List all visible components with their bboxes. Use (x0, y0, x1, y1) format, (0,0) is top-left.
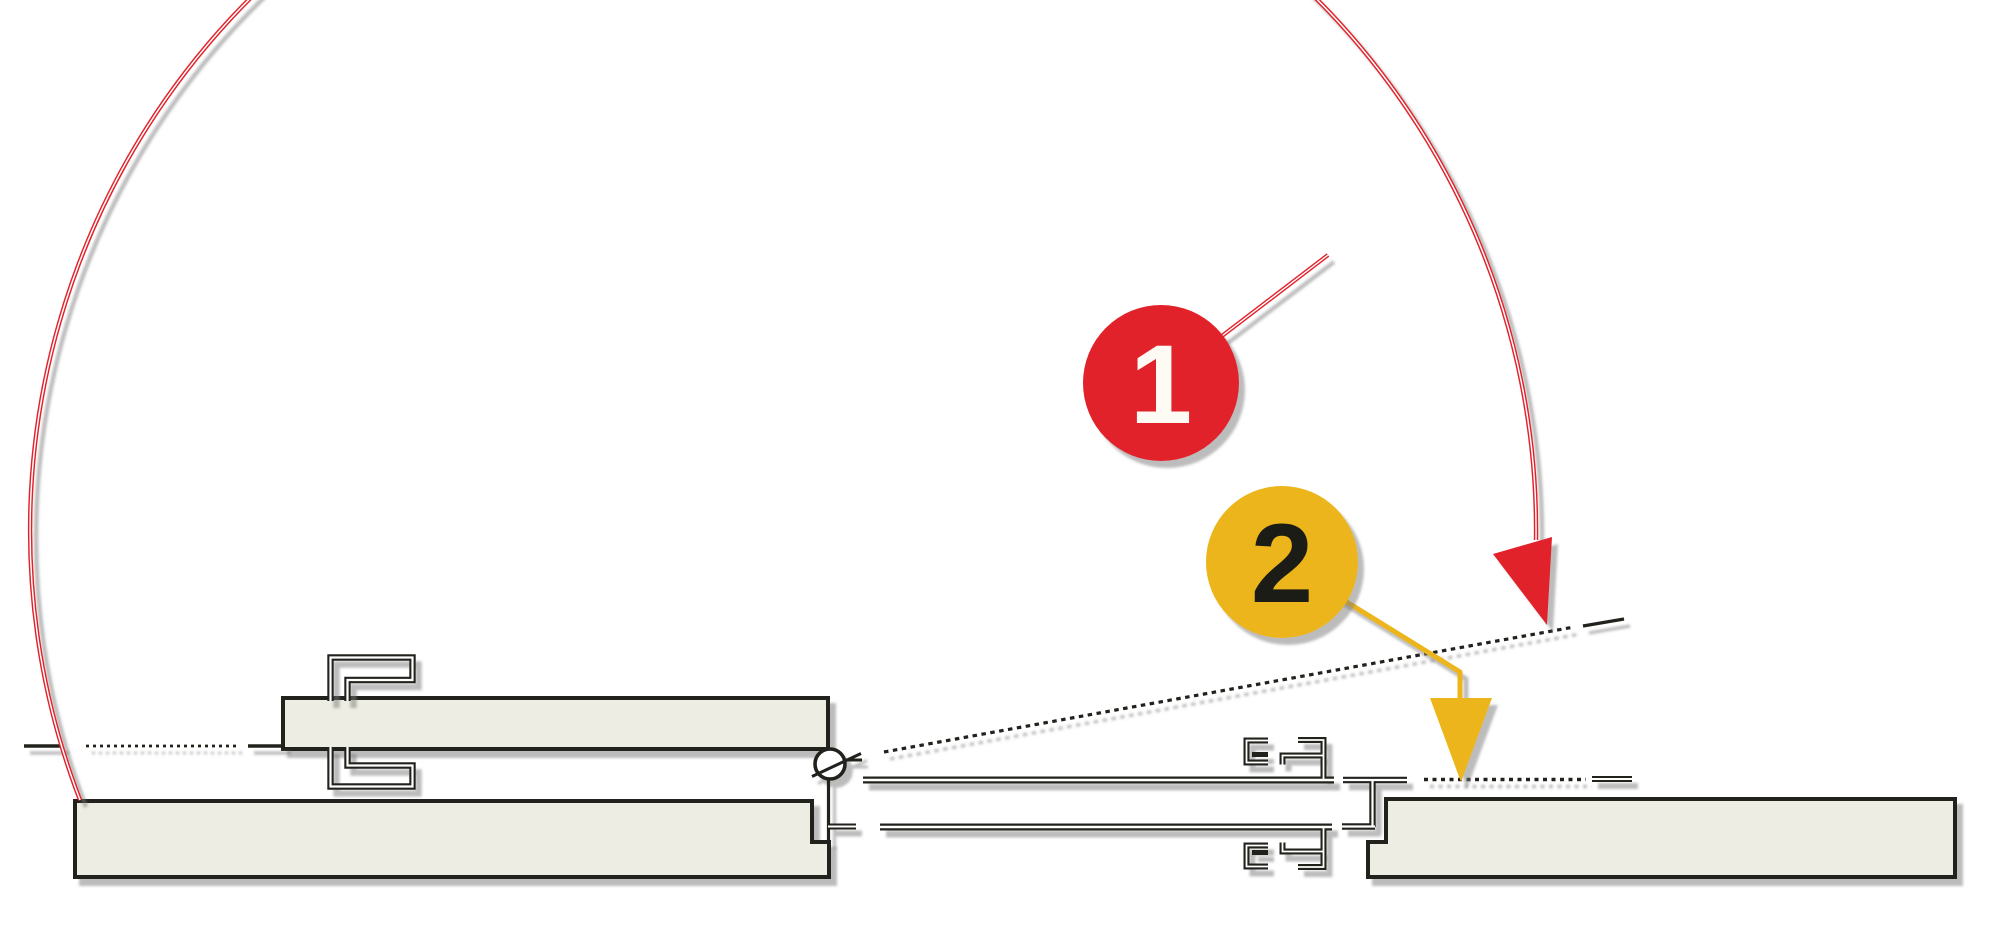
right-wall-section (1366, 797, 1957, 879)
callout-1-label: 1 (1130, 322, 1192, 447)
panel-diagonal-end-dash (1582, 617, 1625, 628)
leaf-profile-lower-core (329, 747, 414, 788)
right-profile-upper-hook-lip-core (1281, 754, 1324, 765)
right-profile-lower-hook-outer (1298, 827, 1327, 870)
linework-layer (24, 617, 1632, 870)
callout-2-badge (1206, 486, 1358, 638)
swing-arc-core (29, 0, 1537, 801)
drop-indicator-layer (1288, 564, 1492, 782)
right-profile-lower-c-outer (1243, 842, 1268, 870)
left-wall-section (73, 799, 831, 879)
leaf-profile-lower-outer (327, 747, 416, 790)
right-profile-upper-c-core (1245, 739, 1268, 764)
open-door-leaf (281, 696, 830, 751)
right-profile-lower-hook-core (1298, 827, 1325, 868)
right-profile-upper-hook-outer (1298, 737, 1327, 780)
callout-2-leader (1288, 564, 1463, 703)
right-profile-lower-hook-lip-core (1281, 842, 1324, 853)
swing-arc-arrowhead (1493, 537, 1552, 625)
callout-2-label: 2 (1251, 501, 1313, 626)
walls-layer (73, 696, 1957, 879)
leaf-profile-upper-core (329, 656, 414, 701)
right-profile-upper-hook-lip-outer (1279, 752, 1324, 765)
callouts-layer: 1 2 (1083, 305, 1358, 638)
callout-1-badge (1083, 305, 1239, 461)
right-profile-upper-hook-core (1298, 739, 1325, 780)
drop-arrowhead (1430, 698, 1492, 782)
right-profile-lower-hook-lip-outer (1279, 842, 1324, 855)
pivot-hinge-tick (811, 752, 862, 778)
swing-arc (27, 0, 1539, 801)
right-profile-lower-c-core (1245, 844, 1268, 868)
swing-arc-layer (27, 0, 1552, 801)
right-profile-upper-c-outer (1243, 737, 1268, 766)
